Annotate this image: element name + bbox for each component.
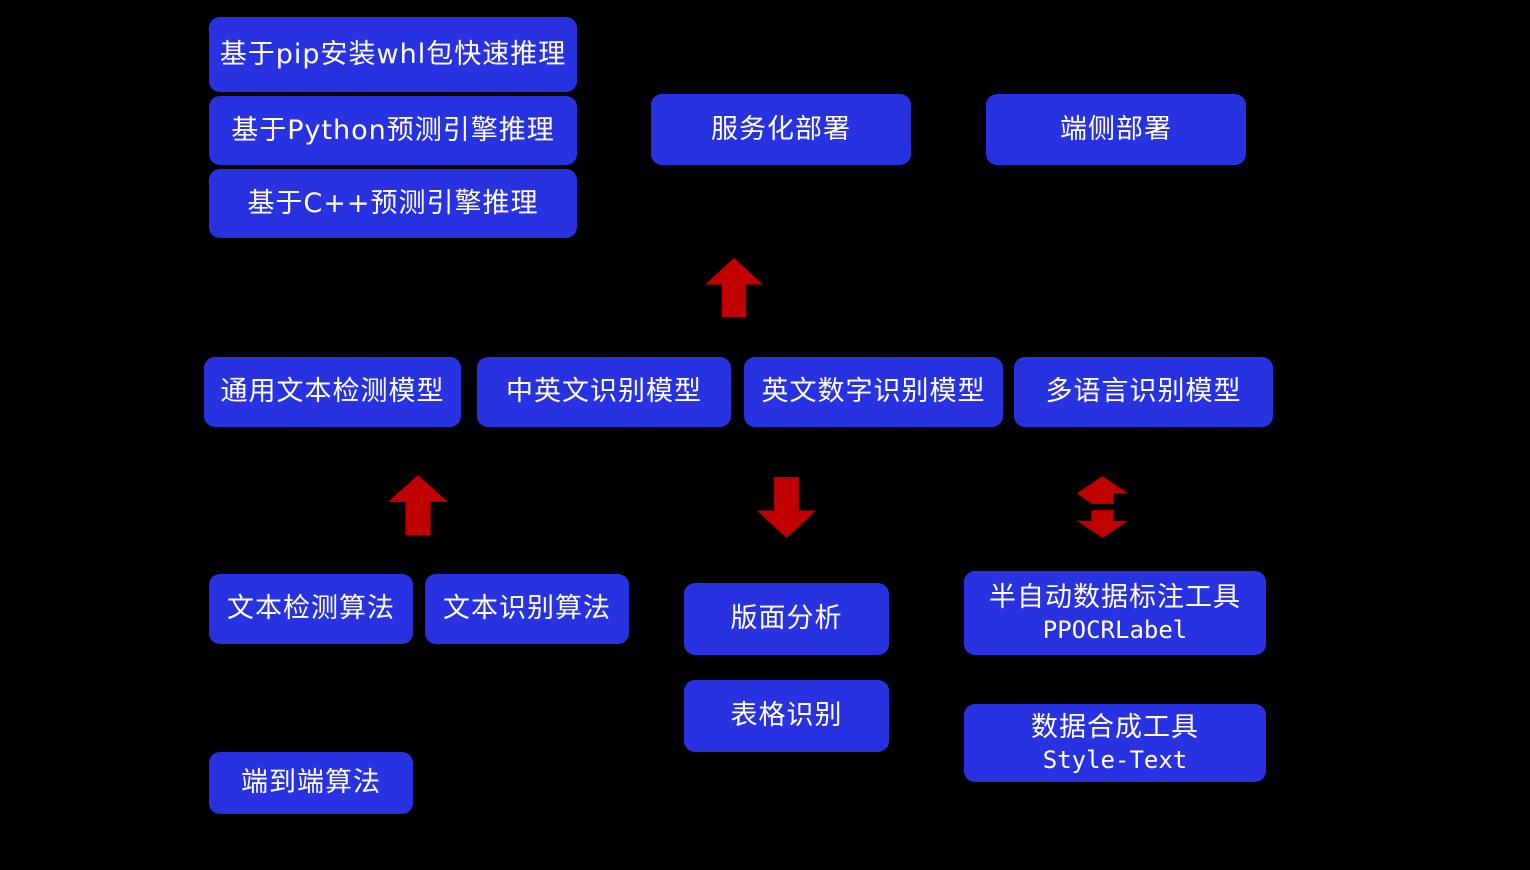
- box-label: 端到端算法: [241, 767, 381, 799]
- box-ppocrlabel-annotation-tool: 半自动数据标注工具 PPOCRLabel: [964, 571, 1266, 655]
- up-down-arrow-icon: [1077, 476, 1128, 538]
- down-arrow-icon: [757, 477, 816, 538]
- box-layout-analysis: 版面分析: [684, 583, 889, 655]
- down-arrow-half: [1077, 510, 1128, 538]
- box-label: 通用文本检测模型: [220, 376, 445, 408]
- box-table-recognition: 表格识别: [684, 680, 889, 752]
- box-serving-deployment: 服务化部署: [651, 94, 911, 165]
- box-pip-whl-inference: 基于pip安装whl包快速推理: [209, 17, 577, 92]
- up-arrow-half: [1077, 476, 1128, 504]
- box-label: 端侧部署: [1060, 113, 1172, 145]
- box-style-text-synthesis-tool: 数据合成工具 Style-Text: [964, 704, 1266, 782]
- box-label: 表格识别: [730, 700, 843, 732]
- box-label: 半自动数据标注工具: [989, 582, 1241, 614]
- box-sublabel: PPOCRLabel: [1042, 615, 1188, 644]
- box-en-number-recognition-model: 英文数字识别模型: [744, 357, 1003, 427]
- box-label: 英文数字识别模型: [761, 376, 986, 408]
- box-label: 多语言识别模型: [1045, 376, 1242, 408]
- box-label: 文本检测算法: [227, 593, 395, 625]
- box-label: 服务化部署: [711, 113, 851, 145]
- box-zh-en-recognition-model: 中英文识别模型: [477, 357, 731, 427]
- up-arrow-icon: [705, 258, 763, 317]
- box-cpp-engine-inference: 基于C++预测引擎推理: [209, 169, 577, 238]
- up-arrow-icon: [388, 475, 448, 535]
- box-multilingual-recognition-model: 多语言识别模型: [1014, 357, 1273, 427]
- box-label: 基于C++预测引擎推理: [247, 187, 539, 219]
- box-edge-deployment: 端侧部署: [986, 94, 1246, 165]
- box-label: 基于pip安装whl包快速推理: [219, 38, 567, 70]
- box-sublabel: Style-Text: [1042, 745, 1188, 774]
- box-label: 文本识别算法: [443, 593, 611, 625]
- box-general-text-detection-model: 通用文本检测模型: [204, 357, 461, 427]
- box-end-to-end-algorithm: 端到端算法: [209, 752, 413, 814]
- box-text-detection-algorithm: 文本检测算法: [209, 574, 413, 644]
- box-label: 中英文识别模型: [506, 376, 702, 408]
- box-label: 基于Python预测引擎推理: [231, 114, 555, 146]
- box-label: 版面分析: [730, 603, 843, 635]
- box-python-engine-inference: 基于Python预测引擎推理: [209, 96, 577, 165]
- box-text-recognition-algorithm: 文本识别算法: [425, 574, 629, 644]
- box-label: 数据合成工具: [1031, 712, 1199, 744]
